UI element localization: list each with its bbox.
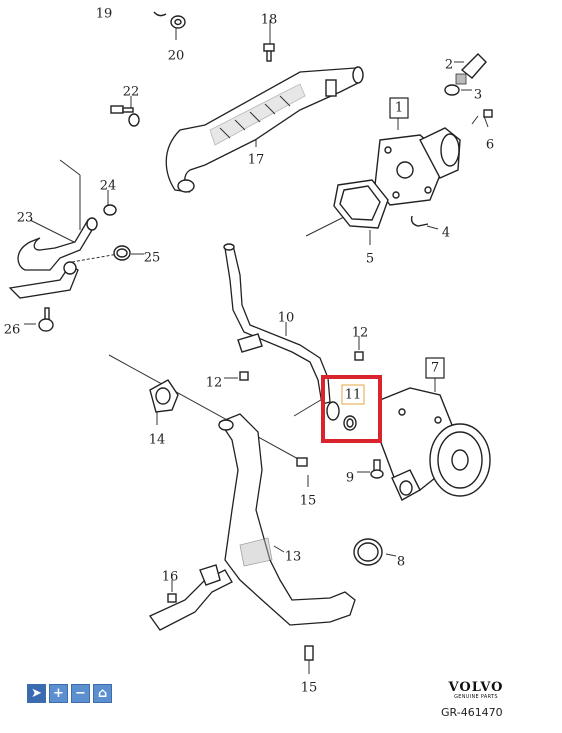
part-10-pipe	[223, 243, 331, 405]
callout-number: 17	[248, 153, 265, 168]
callout-9[interactable]: 9	[346, 471, 354, 486]
callout-3[interactable]: 3	[474, 88, 482, 103]
part-1-thermostat-housing	[374, 127, 461, 206]
callout-6[interactable]: 6	[486, 138, 494, 153]
callout-box	[389, 97, 409, 119]
part-26-bolt	[38, 307, 54, 332]
callout-14[interactable]: 14	[149, 433, 166, 448]
callout-12a[interactable]: 12	[352, 326, 369, 341]
part-12a-bolt	[354, 351, 364, 361]
selection-highlight-box	[321, 375, 382, 443]
callout-number: 9	[346, 471, 354, 486]
zoom-out-button[interactable]: −	[71, 684, 90, 703]
callout-13[interactable]: 13	[285, 550, 302, 565]
callout-labels: 1920182316221724234525261012127111491513…	[4, 7, 494, 696]
callout-number: 5	[366, 252, 374, 267]
part-15b-bolt	[304, 645, 314, 661]
volvo-logo: VOLVO GENUINE PARTS	[443, 680, 509, 700]
callout-number: 12	[352, 326, 369, 341]
part-2-sensor	[455, 53, 487, 85]
callout-18[interactable]: 18	[261, 13, 278, 28]
callout-2[interactable]: 2	[445, 58, 453, 73]
part-24-washer	[103, 204, 117, 216]
callout-25[interactable]: 25	[144, 251, 161, 266]
callout-20[interactable]: 20	[168, 49, 185, 64]
part-6-bolt	[471, 109, 493, 125]
callout-number: 12	[206, 376, 223, 391]
callout-number: 23	[17, 211, 34, 226]
part-14-flange	[149, 379, 179, 413]
callout-10[interactable]: 10	[278, 311, 295, 326]
part-22-bolt	[110, 105, 140, 127]
callout-number: 6	[486, 138, 494, 153]
part-9-bolt	[370, 459, 384, 479]
callout-number: 15	[300, 494, 317, 509]
callout-15a[interactable]: 15	[300, 494, 317, 509]
callout-number: 20	[168, 49, 185, 64]
callout-7[interactable]: 7	[425, 357, 445, 379]
brand-tagline: GENUINE PARTS	[454, 694, 498, 700]
graphic-reference: GR-461470	[441, 706, 503, 719]
callout-number: 18	[261, 13, 278, 28]
part-7-water-pump	[379, 387, 491, 501]
callout-number: 7	[431, 361, 439, 376]
callout-number: 3	[474, 88, 482, 103]
callout-23[interactable]: 23	[17, 211, 34, 226]
callout-top-partial[interactable]: 19	[96, 7, 113, 22]
callout-16[interactable]: 16	[162, 570, 179, 585]
part-16-bolt	[167, 593, 177, 603]
part-8-gasket	[353, 538, 383, 566]
callout-number: 24	[100, 179, 117, 194]
zoom-in-button[interactable]: +	[49, 684, 68, 703]
home-button[interactable]: ⌂	[93, 684, 112, 703]
callout-number: 2	[445, 58, 453, 73]
part-23-hose	[8, 217, 98, 299]
callout-number: 11	[345, 388, 362, 403]
callout-number: 13	[285, 550, 302, 565]
callout-15b[interactable]: 15	[301, 681, 318, 696]
callout-box	[425, 357, 445, 379]
callout-number: 22	[123, 85, 140, 100]
callout-8[interactable]: 8	[397, 555, 405, 570]
callout-4[interactable]: 4	[442, 226, 450, 241]
callout-12b[interactable]: 12	[206, 376, 223, 391]
callout-11[interactable]: 11	[321, 375, 382, 443]
brand-name: VOLVO	[448, 680, 504, 695]
part-15a-bolt	[296, 457, 308, 467]
part-11-seal	[326, 401, 357, 431]
callout-5[interactable]: 5	[366, 252, 374, 267]
callout-17[interactable]: 17	[248, 153, 265, 168]
part-25-o-ring	[113, 245, 131, 261]
callout-26[interactable]: 26	[4, 323, 21, 338]
part-5-gasket	[333, 179, 389, 229]
part-20-washer	[153, 11, 186, 29]
callout-number: 25	[144, 251, 161, 266]
part-12b-bolt	[239, 371, 249, 381]
callout-label-box	[341, 384, 365, 405]
callout-number: 8	[397, 555, 405, 570]
callout-22[interactable]: 22	[123, 85, 140, 100]
callout-1[interactable]: 1	[389, 97, 409, 119]
callout-number: 15	[301, 681, 318, 696]
callout-number: 10	[278, 311, 295, 326]
callout-number: 16	[162, 570, 179, 585]
part-3-o-ring	[444, 84, 460, 96]
part-13-hose	[149, 413, 356, 631]
select-tool-button[interactable]: ➤	[27, 684, 46, 703]
part-18-bolt	[263, 43, 275, 62]
callout-number: 4	[442, 226, 450, 241]
callout-number: 26	[4, 323, 21, 338]
part-17-coolant-pipe	[165, 66, 364, 193]
callout-number: 14	[149, 433, 166, 448]
callout-number: 1	[395, 101, 403, 116]
zoom-toolbar: ➤ + − ⌂	[27, 684, 112, 703]
callout-number: 19	[96, 7, 113, 22]
part-4-clip	[410, 215, 429, 227]
callout-24[interactable]: 24	[100, 179, 117, 194]
